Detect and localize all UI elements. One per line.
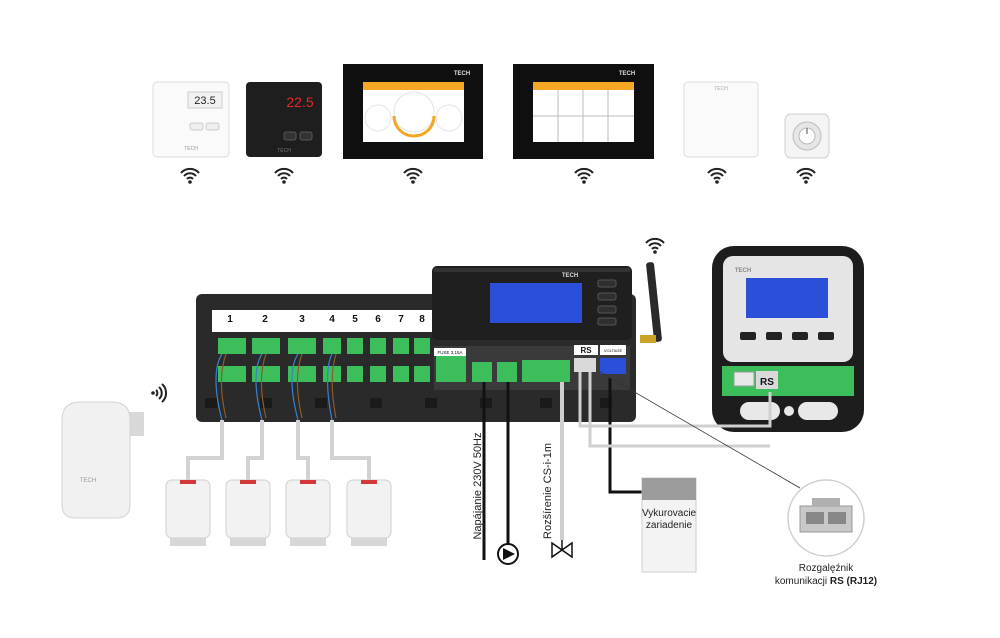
heating-device-label-line2: zariadenie bbox=[645, 520, 693, 531]
splitter-label: Rozgalęźnik komunikacji RS (RJ12) bbox=[756, 562, 896, 588]
zone-number-labels: 1 2 3 4 5 6 7 8 bbox=[227, 314, 425, 325]
thermostat-2-brand: TECH bbox=[277, 148, 291, 154]
zone-number: 1 bbox=[227, 314, 233, 325]
room-sensor-white: TECH bbox=[683, 81, 759, 158]
room-thermostat-black: 22.5 TECH bbox=[246, 82, 322, 157]
zone-wiring bbox=[215, 353, 337, 421]
main-controller-module: TECH FUSE 3,15A RS VOLTAGE bbox=[432, 266, 632, 390]
wifi-icon bbox=[403, 167, 423, 185]
zone-number: 8 bbox=[419, 314, 425, 325]
controller-rs-label: RS bbox=[580, 346, 592, 355]
rs-splitter bbox=[787, 479, 865, 557]
touch-panel-1: TECH bbox=[343, 64, 483, 159]
rs-cables bbox=[578, 372, 772, 448]
thermostat-1-brand: TECH bbox=[184, 146, 198, 152]
terminal-label: VOLTAGE bbox=[604, 348, 623, 353]
actuator-brand: TECH bbox=[80, 478, 96, 484]
wifi-icon bbox=[274, 167, 294, 185]
splitter-label-bold: RS (RJ12) bbox=[829, 576, 878, 587]
heating-device-cable bbox=[608, 378, 642, 494]
room-thermostat-white: 23.5 TECH bbox=[152, 81, 230, 158]
fuse-label: FUSE 3,15A bbox=[437, 350, 462, 355]
panel-2-brand: TECH bbox=[619, 71, 635, 77]
sensor-brand: TECH bbox=[714, 86, 728, 92]
touch-panel-2: TECH bbox=[513, 64, 654, 159]
heating-device-label: Vykurovacie zariadenie bbox=[642, 508, 696, 532]
thermostat-1-display: 23.5 bbox=[194, 95, 215, 107]
zone-number: 4 bbox=[329, 314, 335, 325]
splitter-label-prefix: komunikacji bbox=[774, 576, 830, 587]
zone-number: 2 bbox=[262, 314, 268, 325]
wifi-module-brand: TECH bbox=[735, 268, 751, 274]
heating-device bbox=[641, 477, 697, 573]
pump-icon bbox=[497, 543, 519, 565]
wifi-icon bbox=[574, 167, 594, 185]
extension-label: Rozšírenie CS-i-1m bbox=[542, 443, 554, 539]
wired-actuators bbox=[165, 479, 392, 546]
zone-number: 6 bbox=[375, 314, 381, 325]
splitter-label-line1: Rozgalęźnik bbox=[798, 563, 854, 574]
wifi-icon bbox=[150, 383, 168, 403]
wifi-module-rs-label: RS bbox=[760, 377, 774, 388]
power-label: Napájanie 230V 50Hz bbox=[472, 432, 484, 540]
zone-number: 3 bbox=[299, 314, 305, 325]
valve-icon bbox=[551, 540, 573, 559]
zone-number: 7 bbox=[398, 314, 404, 325]
wifi-icon bbox=[707, 167, 727, 185]
wifi-icon bbox=[796, 167, 816, 185]
actuator-cables bbox=[186, 420, 371, 480]
wifi-icon bbox=[180, 167, 200, 185]
temperature-knob-sensor bbox=[784, 113, 830, 159]
controller-brand: TECH bbox=[562, 273, 578, 279]
wireless-actuator: TECH bbox=[61, 401, 144, 519]
antenna bbox=[640, 262, 662, 343]
wifi-icon bbox=[645, 237, 665, 255]
zone-number: 5 bbox=[352, 314, 358, 325]
panel-1-brand: TECH bbox=[454, 71, 470, 77]
thermostat-2-display: 22.5 bbox=[286, 94, 313, 110]
pointer-line bbox=[599, 371, 801, 489]
heating-device-label-line1: Vykurovacie bbox=[642, 508, 697, 519]
wifi-module: TECH RS bbox=[712, 246, 864, 432]
